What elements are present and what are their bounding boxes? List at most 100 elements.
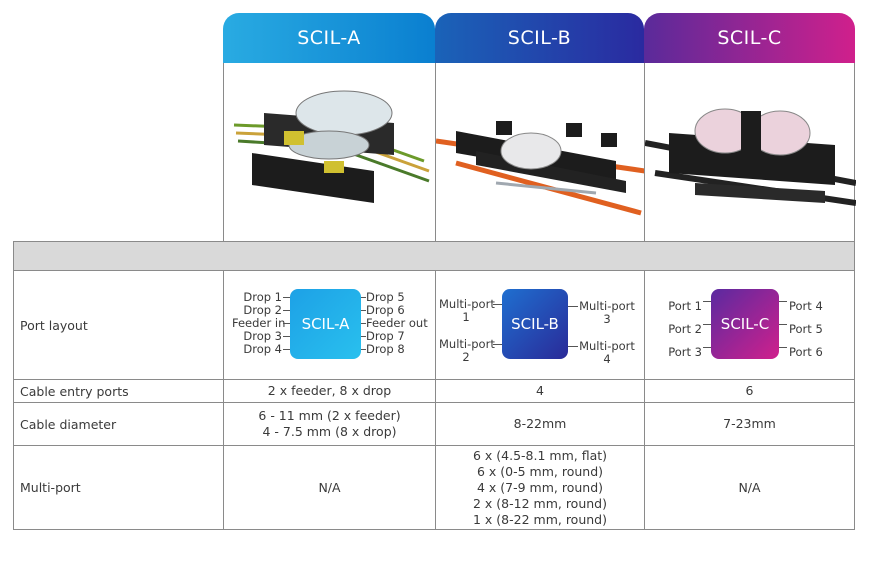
- cell-multi-port-a: N/A: [318, 479, 341, 495]
- port-tick: [361, 323, 366, 324]
- cell-line: 1 x (8-22 mm, round): [473, 511, 607, 527]
- scil-b-closure-image: [435, 121, 646, 216]
- port-label: 2: [462, 350, 470, 364]
- scil-c-closure-image: [644, 108, 857, 206]
- header-label: SCIL-C: [717, 27, 782, 49]
- grid-line: [644, 271, 645, 530]
- diagram-b-right-top: Multi-port 3: [578, 300, 636, 326]
- port-label: Multi-port: [439, 337, 495, 351]
- section-band: [13, 241, 855, 271]
- grid-line: [13, 271, 14, 530]
- diagram-box-label: SCIL-B: [511, 315, 559, 333]
- port-tick: [283, 323, 290, 324]
- port-label: Multi-port: [579, 339, 635, 353]
- port-tick: [703, 324, 711, 325]
- cell-line: 6 x (4.5-8.1 mm, flat): [472, 447, 608, 463]
- cell-cable-diameter-b: 8-22mm: [513, 416, 567, 431]
- diagram-box-label: SCIL-C: [720, 315, 770, 333]
- port-tick: [283, 310, 290, 311]
- cell-line: 2 x (8-12 mm, round): [473, 495, 607, 511]
- cell-line: 6 x (0-5 mm, round): [476, 463, 604, 479]
- grid-line: [13, 379, 855, 380]
- diagram-box-scil-b: SCIL-B: [502, 289, 568, 359]
- port-tick: [361, 349, 366, 350]
- header-label: SCIL-B: [507, 27, 572, 49]
- port-label: Multi-port: [439, 297, 495, 311]
- port-tick: [779, 301, 787, 302]
- port-label: Drop 3: [243, 329, 282, 343]
- port-label: 3: [603, 312, 611, 326]
- row-label-cable-diameter: Cable diameter: [20, 416, 117, 432]
- grid-line: [223, 271, 224, 530]
- port-label: Drop 5: [366, 290, 405, 304]
- port-label: Port 2: [668, 322, 702, 336]
- port-tick: [361, 297, 366, 298]
- product-image-scil-b: [435, 63, 646, 241]
- diagram-c-right-labels: Port 4 Port 5 Port 6: [789, 295, 829, 364]
- diagram-c-left-labels: Port 1 Port 2 Port 3: [664, 295, 702, 364]
- port-tick: [493, 304, 502, 305]
- port-tick: [493, 344, 502, 345]
- port-label: Multi-port: [579, 299, 635, 313]
- port-label: Drop 7: [366, 329, 405, 343]
- scil-a-closure-image: [233, 90, 430, 203]
- diagram-a-right-labels: Drop 5 Drop 6 Feeder out Drop 7 Drop 8: [366, 291, 430, 356]
- port-label: Drop 4: [243, 342, 282, 356]
- header-scil-c: SCIL-C: [644, 13, 855, 63]
- port-tick: [703, 301, 711, 302]
- port-tick: [283, 349, 290, 350]
- port-label: Feeder in: [232, 316, 286, 330]
- diagram-b-left-top: Multi-port 1: [439, 297, 495, 324]
- header-scil-a: SCIL-A: [223, 13, 435, 63]
- grid-line: [854, 271, 855, 530]
- diagram-b-left-bottom: Multi-port 2: [439, 337, 495, 364]
- port-tick: [361, 310, 366, 311]
- row-label-port-layout: Port layout: [20, 317, 88, 333]
- cell-line: 4 - 7.5 mm (8 x drop): [262, 424, 397, 439]
- port-label: 4: [603, 352, 611, 366]
- cell-cable-diameter-a: 6 - 11 mm (2 x feeder) 4 - 7.5 mm (8 x d…: [224, 403, 435, 445]
- port-label: Drop 2: [243, 303, 282, 317]
- diagram-a-left-labels: Drop 1 Drop 2 Feeder in Drop 3 Drop 4: [232, 290, 286, 356]
- port-label: Drop 8: [366, 342, 405, 356]
- port-label: 1: [462, 310, 470, 324]
- port-label: Drop 6: [366, 303, 405, 317]
- diagram-b-right-bottom: Multi-port 4: [578, 340, 636, 366]
- port-tick: [779, 347, 787, 348]
- port-label: Feeder out: [366, 316, 428, 330]
- cell-cable-entry-c: 6: [745, 383, 754, 398]
- port-tick: [283, 336, 290, 337]
- port-tick: [779, 324, 787, 325]
- grid-line: [435, 271, 436, 530]
- port-tick: [703, 347, 711, 348]
- diagram-box-scil-c: SCIL-C: [711, 289, 779, 359]
- cell-multi-port-c: N/A: [738, 479, 761, 495]
- port-label: Port 6: [789, 345, 823, 359]
- port-label: Drop 1: [243, 290, 282, 304]
- diagram-box-label: SCIL-A: [301, 315, 350, 333]
- port-label: Port 1: [668, 299, 702, 313]
- grid-line: [13, 445, 855, 446]
- diagram-box-scil-a: SCIL-A: [290, 289, 361, 359]
- port-label: Port 4: [789, 299, 823, 313]
- port-label: Port 3: [668, 345, 702, 359]
- cell-cable-diameter-c: 7-23mm: [723, 416, 776, 431]
- cell-cable-entry-b: 4: [536, 383, 544, 398]
- product-image-scil-a: [223, 63, 435, 241]
- header-label: SCIL-A: [297, 27, 361, 49]
- port-label: Port 5: [789, 322, 823, 336]
- cell-line: 6 - 11 mm (2 x feeder): [258, 408, 401, 423]
- cell-line: 4 x (7-9 mm, round): [476, 479, 604, 495]
- port-tick: [361, 336, 366, 337]
- grid-line: [13, 402, 855, 403]
- row-label-cable-entry: Cable entry ports: [20, 383, 129, 399]
- port-tick: [568, 346, 578, 347]
- port-tick: [568, 306, 578, 307]
- grid-line: [13, 529, 855, 530]
- port-tick: [283, 297, 290, 298]
- row-label-multi-port: Multi-port: [20, 480, 81, 495]
- product-image-scil-c: [644, 63, 857, 241]
- header-scil-b: SCIL-B: [435, 13, 644, 63]
- cell-multi-port-b: 6 x (4.5-8.1 mm, flat) 6 x (0-5 mm, roun…: [436, 446, 644, 529]
- cell-cable-entry-a: 2 x feeder, 8 x drop: [267, 383, 392, 398]
